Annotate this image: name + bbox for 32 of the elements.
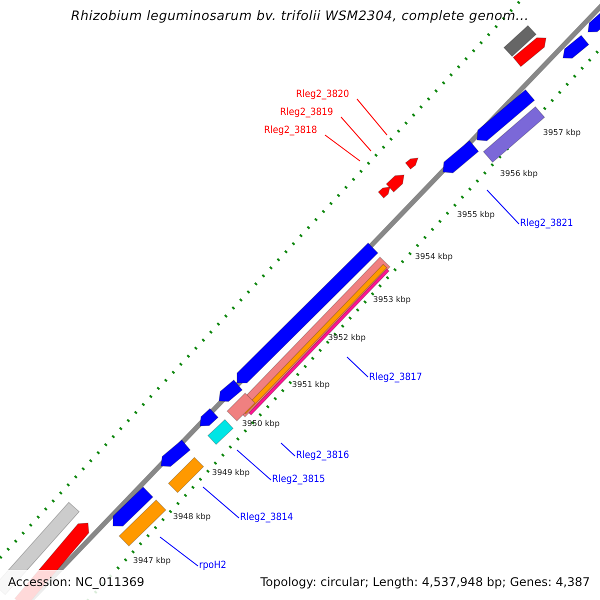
- scale-label: 3952 kbp: [328, 334, 366, 342]
- gene-label: Rleg2_3815: [272, 475, 326, 485]
- title: Rhizobium leguminosarum bv. trifolii WSM2304, complete genom...: [70, 10, 530, 23]
- scale-label: 3947 kbp: [133, 557, 171, 565]
- leader-line: [356, 98, 388, 136]
- leader-line: [324, 134, 360, 162]
- leader-line: [236, 450, 272, 480]
- gene-label: Rleg2_3821: [520, 219, 574, 229]
- scale-label: 3957 kbp: [543, 129, 581, 137]
- gene-label: Rleg2_3818: [264, 126, 318, 136]
- leader-line: [346, 356, 368, 378]
- scale-label: 3955 kbp: [457, 211, 495, 219]
- gene-label: Rleg2_3820: [296, 90, 350, 100]
- scale-label: 3949 kbp: [212, 469, 250, 477]
- scale-label: 3950 kbp: [242, 420, 280, 428]
- scale-label: 3948 kbp: [173, 513, 211, 521]
- leader-line: [160, 536, 198, 566]
- scale-label: 3953 kbp: [373, 296, 411, 304]
- accession-text: Accession: NC_011369: [8, 576, 144, 588]
- gene-label: Rleg2_3817: [369, 373, 422, 383]
- leader-line: [280, 442, 296, 456]
- gene-label: Rleg2_3816: [296, 451, 350, 461]
- leader-line: [340, 116, 372, 152]
- gene-label: Rleg2_3814: [240, 513, 294, 523]
- scale-label: 3951 kbp: [292, 381, 330, 389]
- scale-label: 3954 kbp: [415, 253, 453, 261]
- gene-label: Rleg2_3819: [280, 108, 334, 118]
- summary-text: Topology: circular; Length: 4,537,948 bp; Genes: 4,387: [260, 576, 590, 588]
- leader-line: [486, 190, 520, 224]
- gene-label: rpoH2: [199, 561, 226, 571]
- scale-label: 3956 kbp: [500, 170, 538, 178]
- leader-line: [202, 486, 240, 518]
